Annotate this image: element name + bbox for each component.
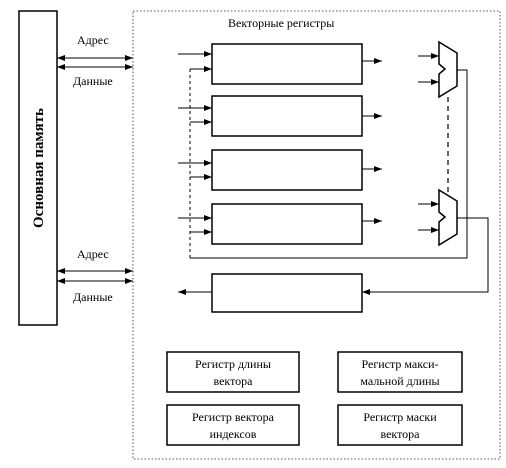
processor-enclosure: [132, 10, 501, 460]
feedback-path: [190, 69, 468, 259]
mask-vector-register-line2: вектора: [380, 427, 420, 441]
index-vector-register: Регистр вектора индексов: [166, 404, 300, 446]
vector-register-2: [178, 95, 382, 137]
mask-vector-register-line1: Регистр маски: [363, 410, 437, 424]
bottom-bus-data-label: Данные: [73, 290, 113, 304]
max-length-register-line2: мальной длины: [360, 374, 439, 388]
max-length-register-line1: Регистр макси-: [361, 357, 438, 371]
load-store-register: [178, 273, 363, 313]
main-memory-block: Основная память: [18, 10, 58, 326]
bottom-bus-address-label: Адрес: [77, 247, 109, 261]
vector-register-4: [178, 203, 382, 245]
top-bus-data-label: Данные: [73, 74, 113, 88]
vector-length-register-line1: Регистр длины: [195, 357, 271, 371]
vector-registers-title: Векторные регистры: [228, 16, 334, 30]
functional-unit-2: [362, 188, 489, 295]
main-memory-label: Основная память: [31, 108, 47, 228]
index-vector-register-line2: индексов: [210, 427, 257, 441]
vector-length-register-line2: вектора: [213, 374, 253, 388]
max-length-register: Регистр макси- мальной длины: [337, 351, 463, 393]
functional-unit-1: [418, 40, 458, 99]
vector-register-3: [178, 149, 382, 191]
vector-register-1: [178, 43, 382, 85]
top-bus-address-label: Адрес: [77, 33, 109, 47]
vector-length-register: Регистр длины вектора: [166, 351, 300, 393]
bottom-bus: Адрес Данные: [57, 247, 133, 304]
top-bus: Адрес Данные: [57, 33, 133, 88]
index-vector-register-line1: Регистр вектора: [192, 410, 275, 424]
mask-vector-register: Регистр маски вектора: [337, 404, 463, 446]
